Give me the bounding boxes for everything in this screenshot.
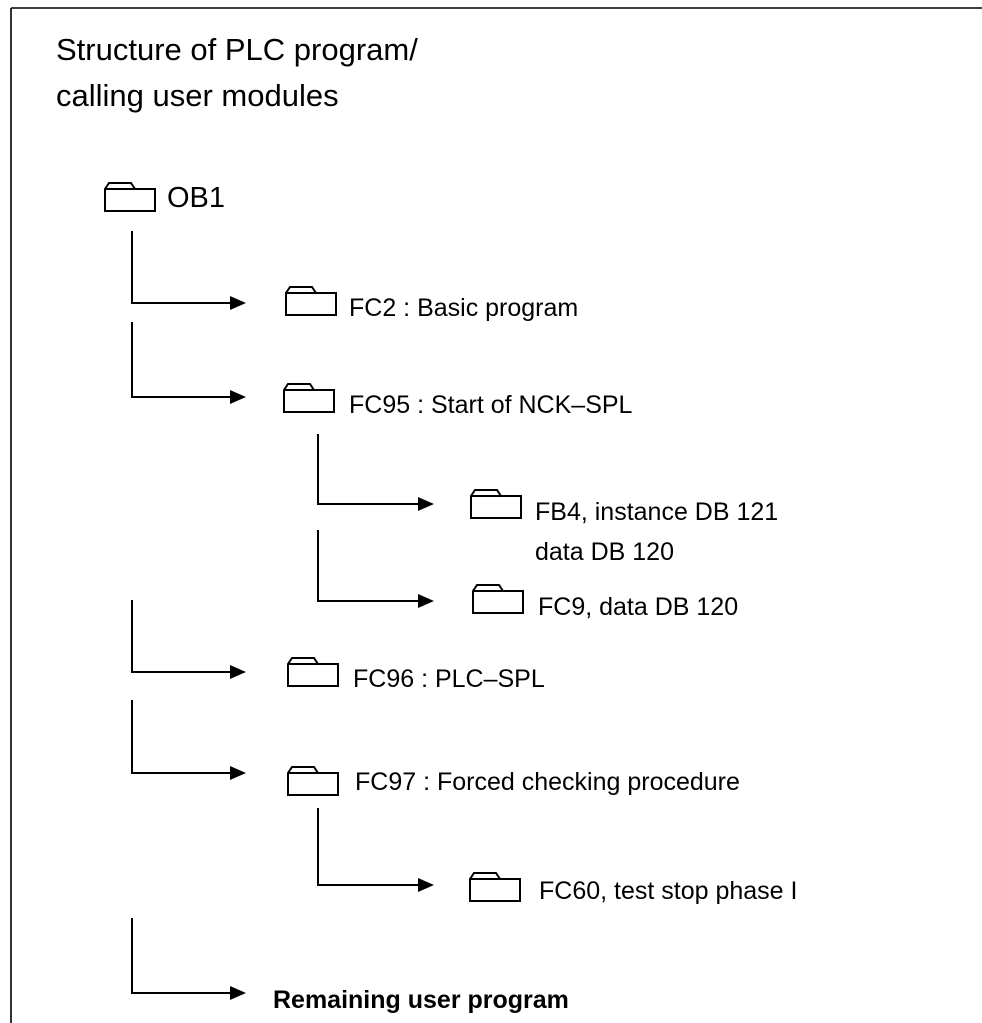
- arrowhead: [230, 390, 246, 404]
- folder-icon: [283, 383, 335, 413]
- folder-icon: [104, 182, 156, 212]
- connector-ob1-fc2: [131, 231, 232, 304]
- fb4-data-label: data DB 120: [535, 538, 674, 566]
- connector-ob1-remaining: [131, 918, 232, 994]
- fc2-label: FC2 : Basic program: [349, 294, 579, 322]
- fc60-label: FC60, test stop phase I: [539, 877, 798, 905]
- fc9-label: FC9, data DB 120: [538, 593, 739, 621]
- fc97-label: FC97 : Forced checking procedure: [355, 768, 740, 796]
- ob1-label: OB1: [167, 182, 226, 214]
- connector-fc95-fb4: [317, 434, 420, 505]
- remaining-program-label: Remaining user program: [273, 986, 569, 1014]
- arrowhead: [230, 665, 246, 679]
- arrowhead: [230, 986, 246, 1000]
- arrowhead: [418, 497, 434, 511]
- arrowhead: [418, 594, 434, 608]
- fc95-label: FC95 : Start of NCK–SPL: [349, 391, 633, 419]
- folder-icon: [469, 872, 521, 902]
- connector-ob1-fc95: [131, 322, 232, 398]
- folder-icon: [472, 584, 524, 614]
- arrowhead: [230, 766, 246, 780]
- connector-ob1-fc96: [131, 600, 232, 673]
- folder-icon: [470, 489, 522, 519]
- connector-fc97-fc60: [317, 808, 420, 886]
- connector-ob1-fc97: [131, 700, 232, 774]
- folder-icon: [285, 286, 337, 316]
- folder-icon: [287, 766, 339, 796]
- diagram-title-line-1: Structure of PLC program/: [56, 32, 418, 67]
- arrowhead: [230, 296, 246, 310]
- arrowhead: [418, 878, 434, 892]
- connector-fc95-fc9: [317, 530, 420, 602]
- fb4-label: FB4, instance DB 121: [535, 498, 779, 526]
- diagram-title-line-2: calling user modules: [56, 78, 339, 113]
- fc96-label: FC96 : PLC–SPL: [353, 665, 545, 693]
- folder-icon: [287, 657, 339, 687]
